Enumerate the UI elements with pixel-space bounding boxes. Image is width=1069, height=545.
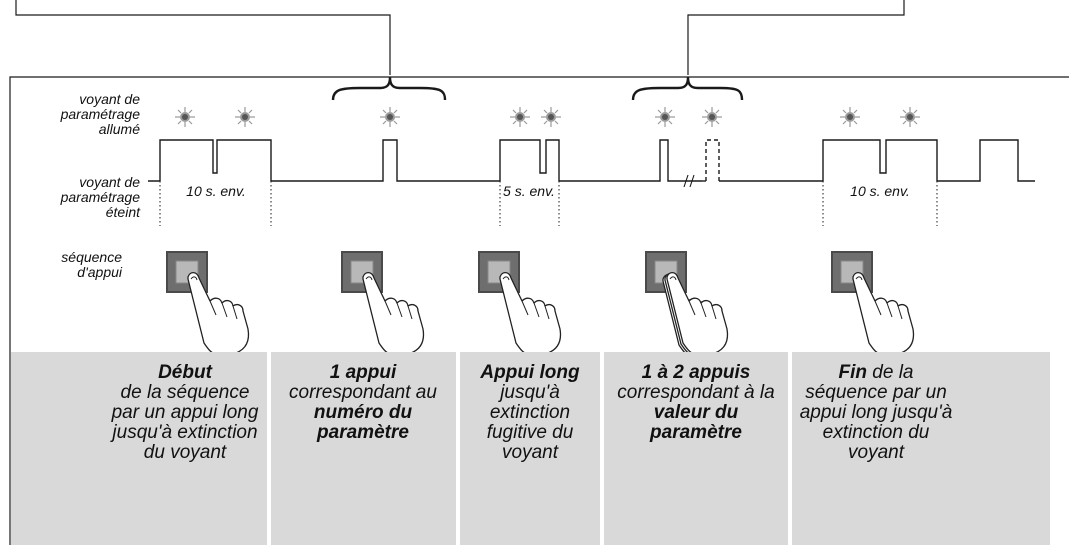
main-frame — [9, 76, 1069, 545]
led-on-icon — [701, 106, 723, 128]
connector-left — [15, 0, 391, 75]
caption-end-title: Fin — [838, 362, 868, 383]
led-on-icon — [174, 106, 196, 128]
caption-panel-long-press — [460, 352, 600, 545]
caption-panel-number — [271, 352, 456, 545]
led-row — [174, 106, 921, 128]
caption-long-press: Appui long jusqu'à extinction fugitive d… — [462, 363, 598, 463]
caption-end-text2: séquence par un appui long jusqu'à extin… — [799, 382, 953, 463]
caption-number-text: correspondant au — [289, 382, 437, 403]
caption-value-text: correspondant à la — [617, 382, 775, 403]
led-on-icon — [654, 106, 676, 128]
caption-number: 1 appui correspondant au numéro du param… — [273, 363, 453, 443]
caption-panel-end — [792, 352, 1050, 545]
duration-markers — [159, 181, 938, 226]
connector-lines — [15, 0, 905, 75]
multi-press-hand-icon — [644, 250, 729, 358]
caption-number-title: 1 appui — [329, 362, 397, 383]
caption-end: Fin de la séquence par un appui long jus… — [796, 363, 956, 463]
pressing-hand-icon — [340, 250, 425, 356]
led-on-icon — [540, 106, 562, 128]
duration-long-press: 5 s. env. — [503, 183, 555, 199]
brace-value — [631, 76, 744, 101]
connector-right — [687, 0, 905, 75]
caption-start-text: de la séquence par un appui long jusqu'à… — [111, 382, 259, 463]
led-on-icon — [899, 106, 921, 128]
led-on-icon — [839, 106, 861, 128]
pressing-hand-icon — [477, 250, 562, 356]
pressing-hand-icon — [830, 250, 915, 356]
led-on-icon — [234, 106, 256, 128]
caption-number-emphasis: numéro du paramètre — [313, 402, 413, 443]
pressing-hand-icon — [165, 250, 250, 356]
caption-value-emphasis: valeur du paramètre — [650, 402, 742, 443]
caption-value-title: 1 à 2 appuis — [641, 362, 751, 383]
caption-end-text1: de la — [867, 362, 914, 383]
led-on-label: voyant de paramétrage allumé — [60, 91, 140, 137]
led-on-icon — [379, 106, 401, 128]
timing-signal — [148, 139, 1035, 188]
caption-panel-value — [604, 352, 788, 545]
led-off-label: voyant de paramétrage éteint — [60, 174, 140, 220]
duration-start: 10 s. env. — [186, 183, 246, 199]
caption-panel-start — [11, 352, 267, 545]
caption-long-press-text: jusqu'à extinction fugitive du voyant — [486, 382, 574, 463]
caption-start: Début de la séquence par un appui long j… — [105, 363, 265, 463]
caption-start-title: Début — [158, 362, 212, 383]
brace-number — [331, 76, 447, 101]
press-sequence-label: séquence d'appui — [61, 249, 122, 280]
caption-value: 1 à 2 appuis correspondant à la valeur d… — [606, 363, 786, 443]
duration-end: 10 s. env. — [850, 183, 910, 199]
press-illustrations — [165, 250, 915, 358]
caption-long-press-title: Appui long — [480, 362, 580, 383]
led-on-icon — [509, 106, 531, 128]
